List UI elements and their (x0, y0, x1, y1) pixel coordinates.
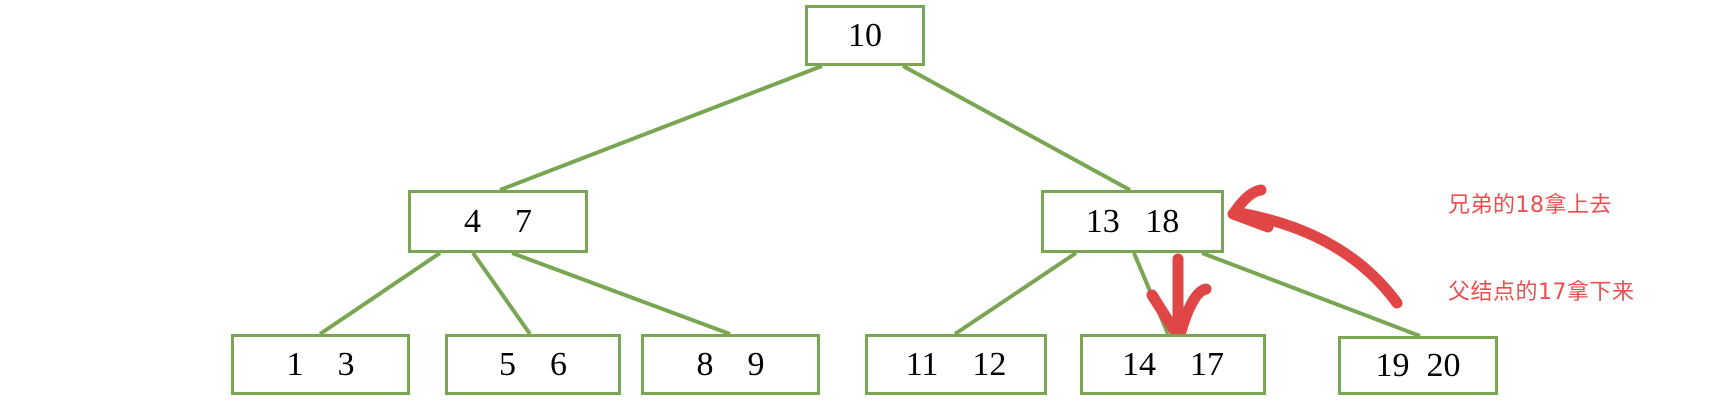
tree-edge-n47-to-1-3 (318, 251, 442, 336)
annotation-note-line1: 兄弟的18拿上去 (1448, 193, 1612, 219)
tree-edge-n1318-to-19-20 (1201, 251, 1421, 338)
tree-node-l-14-17: 14 17 (1080, 334, 1266, 395)
tree-node-keys: 4 7 (464, 202, 532, 240)
tree-node-keys: 10 (848, 16, 882, 54)
red-annotation-arrows (1146, 184, 1403, 342)
tree-node-n-4-7: 4 7 (408, 190, 588, 253)
tree-node-l-19-20: 19 20 (1338, 336, 1498, 395)
tree-node-keys: 8 9 (696, 345, 765, 383)
tree-node-keys: 1 3 (286, 345, 355, 383)
down-arrow-head-left (1146, 289, 1184, 342)
tree-edge-root-to-4-7 (499, 64, 823, 192)
down-arrow-head-right (1174, 283, 1212, 341)
tree-edge-root-to-13-18 (902, 64, 1131, 192)
tree-node-root: 10 (805, 5, 925, 66)
curved-arrow-to-13-18 (1234, 207, 1403, 309)
annotation-note: 兄弟的18拿上去 父结点的17拿下来 (1448, 133, 1635, 365)
tree-edge-n1318-to-11-12 (953, 251, 1078, 336)
curved-arrow-head-lower (1227, 208, 1274, 233)
tree-node-keys: 11 12 (905, 345, 1007, 383)
tree-node-keys: 13 18 (1085, 202, 1180, 240)
tree-edge-n47-to-5-6 (471, 251, 532, 336)
tree-node-keys: 19 20 (1375, 346, 1461, 384)
tree-node-l-8-9: 8 9 (641, 334, 820, 395)
tree-node-l-5-6: 5 6 (445, 334, 621, 395)
tree-edge-n47-to-8-9 (511, 251, 731, 336)
tree-node-l-1-3: 1 3 (231, 334, 410, 395)
tree-node-n-13-18: 13 18 (1041, 190, 1224, 253)
tree-node-keys: 5 6 (499, 345, 567, 383)
annotation-note-line2: 父结点的17拿下来 (1448, 280, 1635, 306)
tree-node-l-11-12: 11 12 (865, 334, 1047, 395)
tree-node-keys: 14 17 (1122, 345, 1224, 383)
